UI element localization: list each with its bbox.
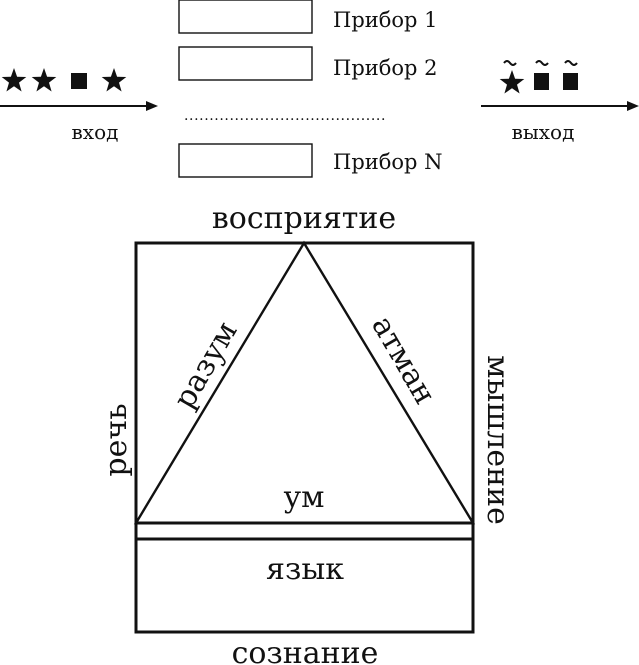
bottom-diagram: восприятие разум атман ум язык речь мышл… [99,201,515,665]
device-label-1: Прибор 1 [333,8,438,32]
right-label: мышление [480,355,515,525]
star-icon [101,68,127,92]
square-icon [71,73,87,89]
input-symbols [1,68,127,92]
output-label: выход [512,120,575,144]
output-symbols [499,60,578,94]
device-label-2: Прибор 2 [333,56,438,80]
device-box-n [178,143,313,178]
device-box-2 [178,46,313,81]
lower-box-label: язык [266,552,344,587]
triangle-left-label: разум [167,316,245,415]
square-tilde-icon [563,60,578,90]
left-label: речь [99,403,134,476]
square-tilde-icon [534,60,549,90]
star-icon [31,68,57,92]
input-label: вход [72,120,119,144]
bottom-label: сознание [232,636,379,665]
star-tilde-icon [499,60,525,94]
device-ellipsis: ........................................ [184,108,386,124]
top-diagram: вход Прибор 1 Прибор 2 .................… [0,0,639,178]
star-icon [1,68,27,92]
device-label-n: Прибор N [333,150,443,174]
output-arrow [481,101,639,111]
top-label: восприятие [212,201,396,236]
triangle-base-label: ум [284,480,325,515]
device-box-1 [178,0,313,34]
input-arrow [0,101,158,111]
